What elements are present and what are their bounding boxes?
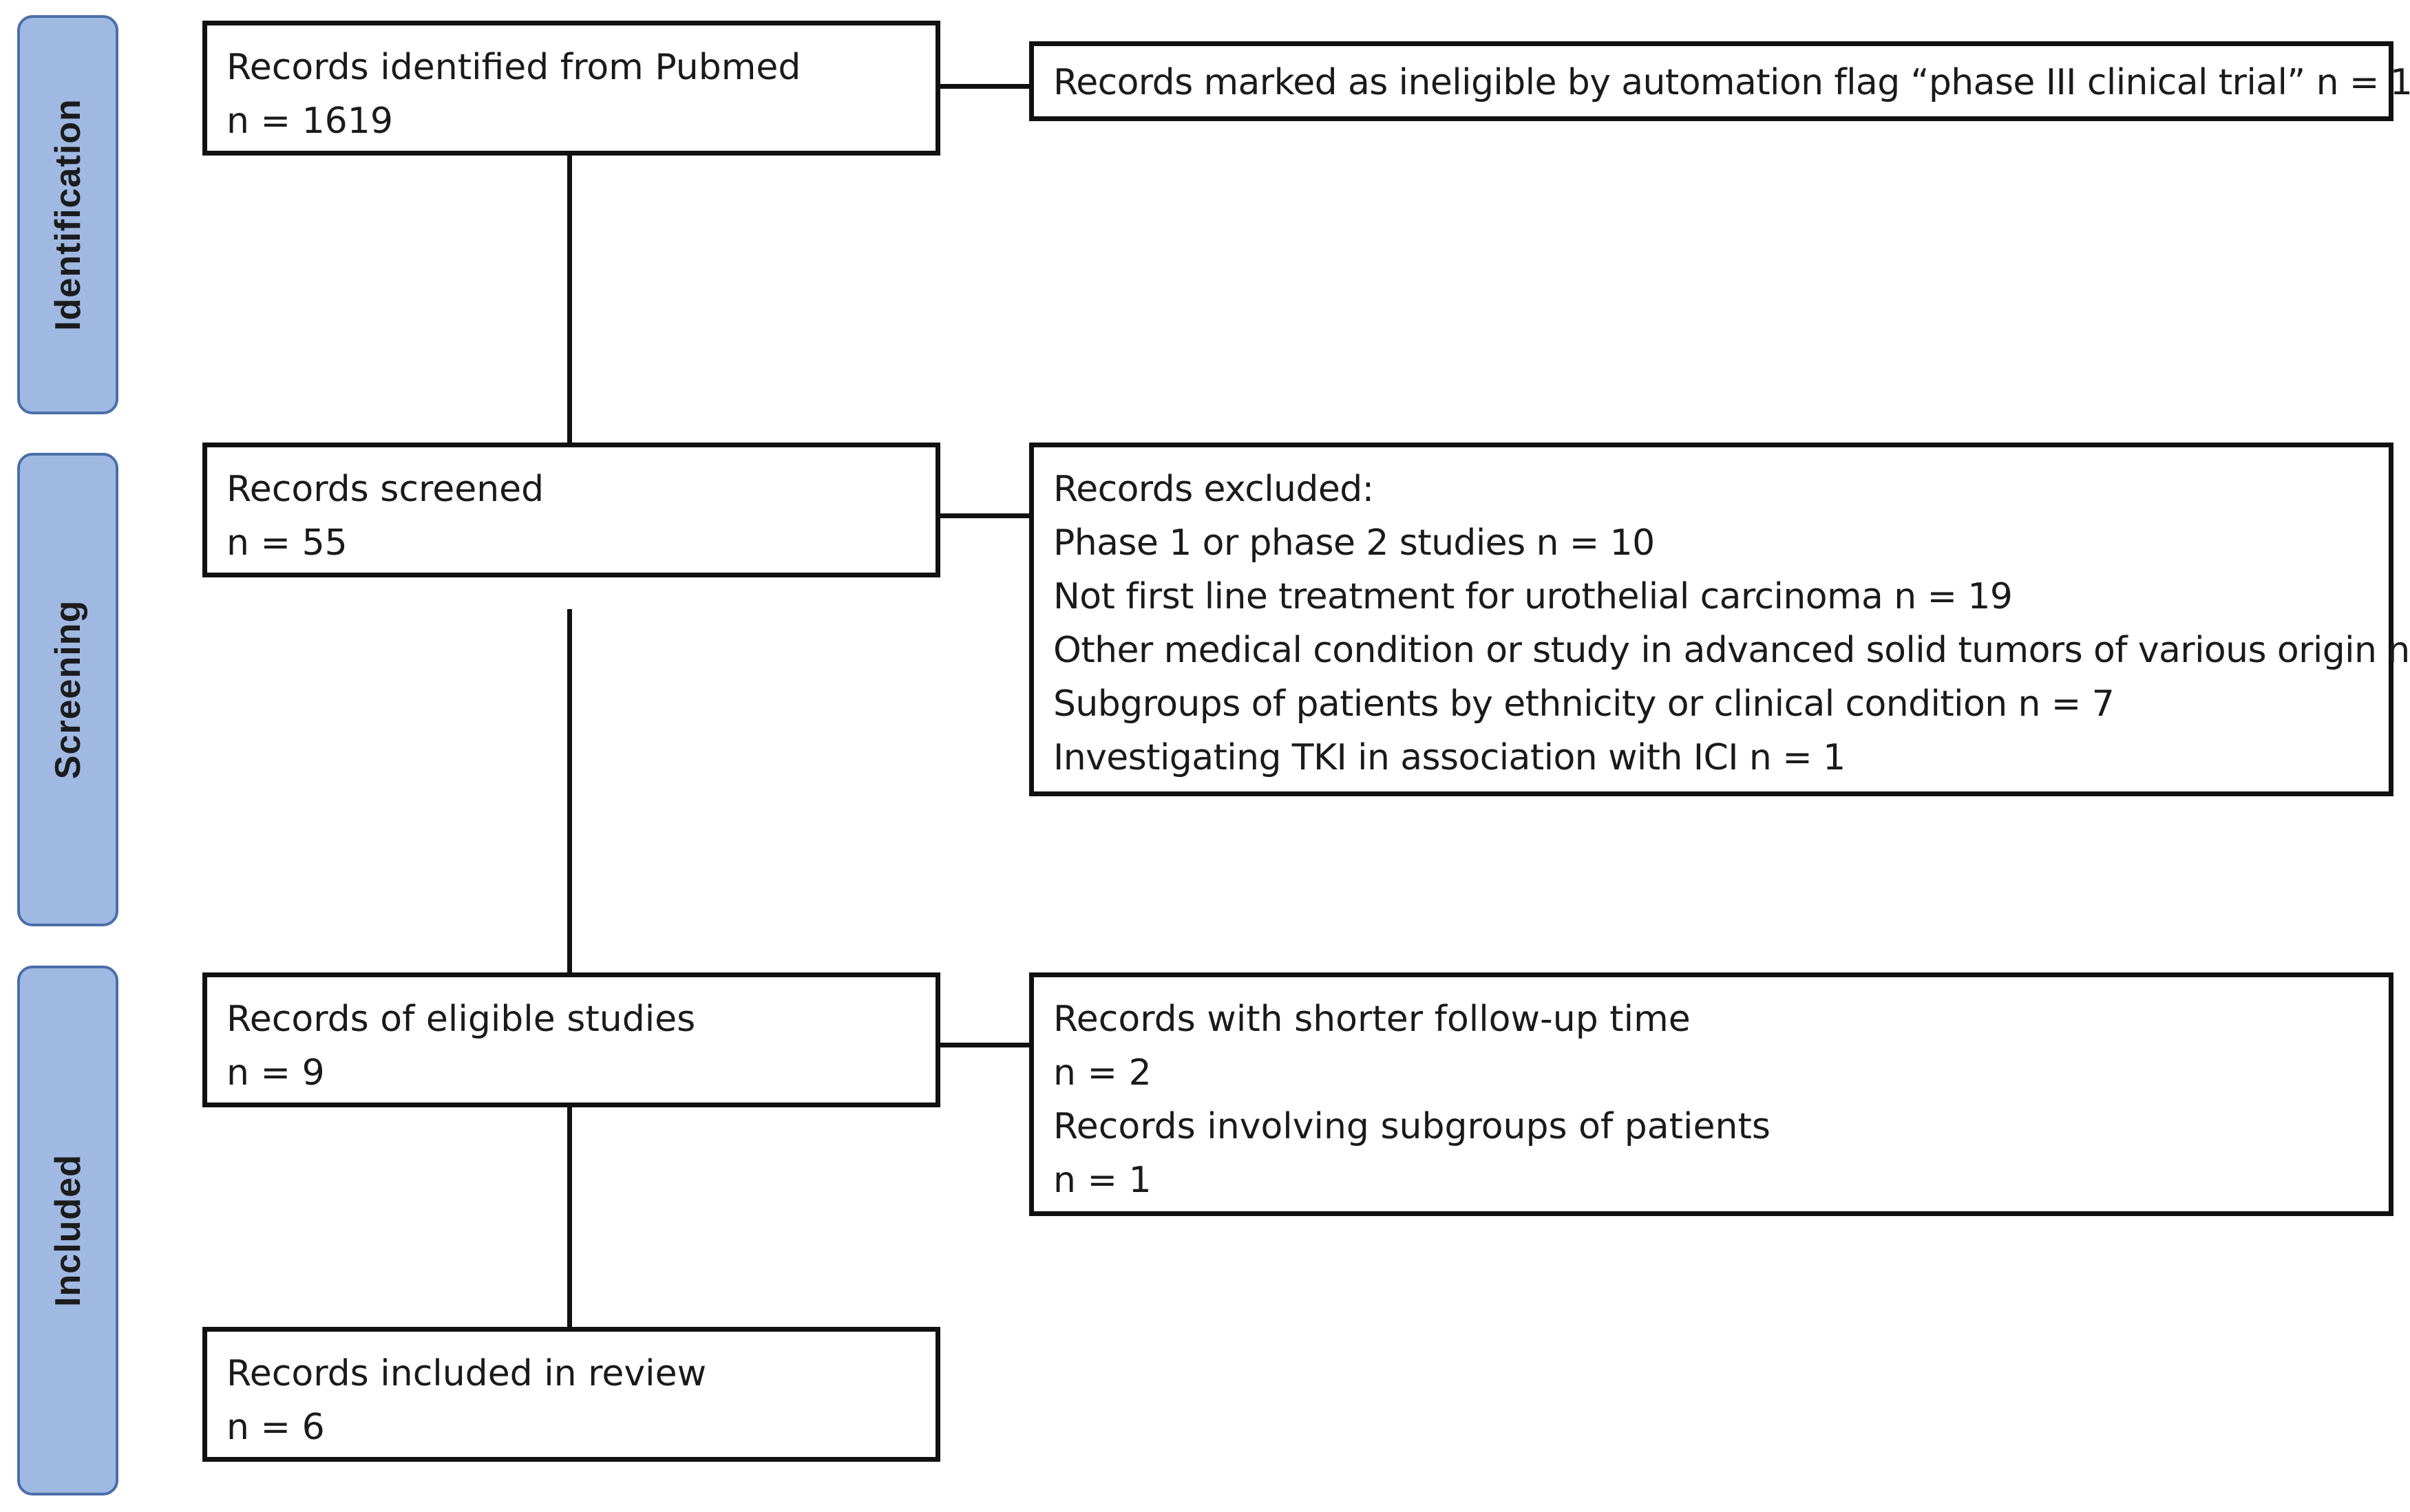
box-line: n = 1 [1053,1160,1152,1201]
phase-label: Identification [47,98,88,331]
box-records-identified: Records identified from Pubmed n = 1619 [202,21,940,156]
connector-identified-to-screened [567,151,572,443]
box-line: Subgroups of patients by ethnicity or cl… [1053,683,2115,725]
box-line: n = 55 [226,522,348,564]
box-line: Records with shorter follow-up time [1053,999,1691,1040]
connector-identified-to-ineligible [939,84,1034,89]
box-records-excluded: Records excluded: Phase 1 or phase 2 stu… [1029,443,2410,796]
box-line: Records included in review [226,1353,707,1394]
box-line: Not first line treatment for urothelial … [1053,576,2013,617]
box-line: Records excluded: [1053,469,1374,510]
phase-label: Included [47,1154,88,1307]
box-line: Records marked as ineligible by automati… [1053,62,2410,103]
box-line: Phase 1 or phase 2 studies n = 10 [1053,522,1655,564]
phase-identification: Identification [17,15,118,414]
box-line: Records involving subgroups of patients [1053,1106,1770,1147]
connector-eligible-to-removed [939,1043,1034,1047]
box-line: Investigating TKI in association with IC… [1053,737,1846,778]
box-records-screened: Records screened n = 55 [202,443,940,577]
box-line: n = 1619 [226,100,393,142]
phase-screening: Screening [17,453,118,926]
connector-eligible-to-included [567,1107,572,1330]
box-line: n = 6 [226,1407,325,1448]
phase-included: Included [17,966,118,1495]
box-line: n = 2 [1053,1052,1152,1094]
box-line: Records of eligible studies [226,999,696,1040]
box-records-removed: Records with shorter follow-up time n = … [1029,972,2393,1216]
box-line: Records identified from Pubmed [226,47,801,88]
connector-screened-to-excluded [939,513,1034,518]
box-line: Other medical condition or study in adva… [1053,630,2410,671]
box-line: n = 9 [226,1052,325,1094]
box-records-included: Records included in review n = 6 [202,1327,940,1462]
box-records-eligible: Records of eligible studies n = 9 [202,972,940,1107]
phase-label: Screening [47,599,88,780]
connector-screened-to-eligible [567,609,572,974]
box-line: Records screened [226,469,545,510]
box-records-ineligible: Records marked as ineligible by automati… [1029,41,2410,121]
